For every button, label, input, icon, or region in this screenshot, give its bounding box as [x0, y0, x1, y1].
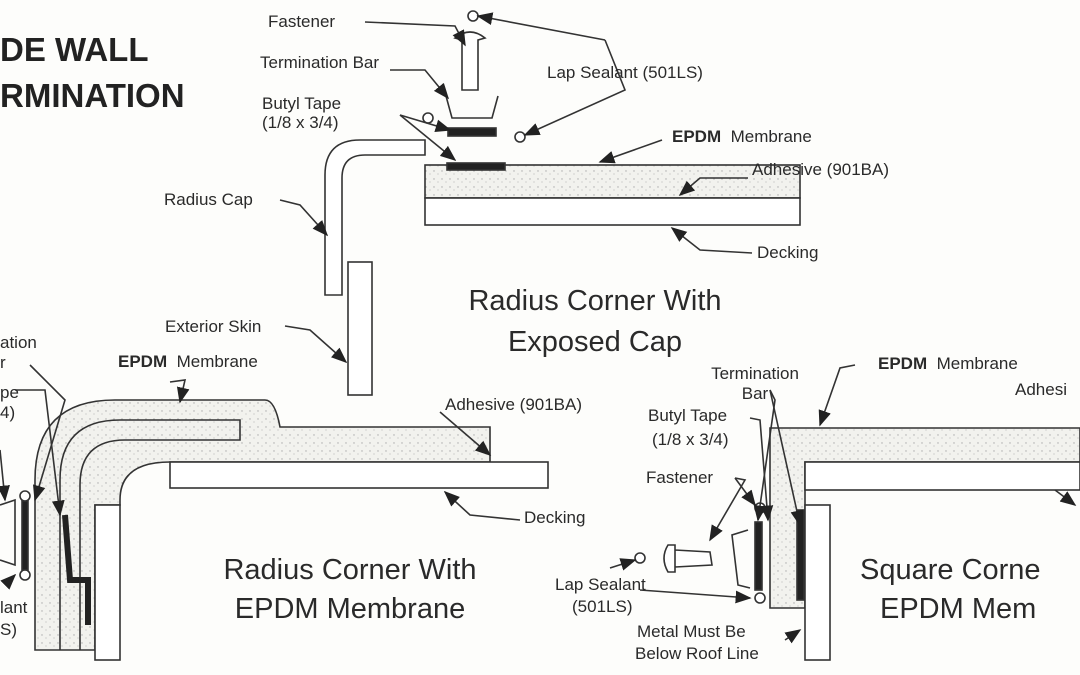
left-cap: [59, 419, 241, 650]
right-butyl-tape-label: Butyl Tape: [648, 406, 728, 425]
left-exterior-skin: [94, 504, 121, 661]
left-caption-line-1: Radius Corner With: [223, 554, 477, 586]
right-lap-sealant-line-2: (501LS): [572, 597, 633, 616]
right-lap-sealant-line-1: Lap Sealant: [555, 575, 646, 594]
left-epdm-membrane-label: EPDM Membrane: [118, 352, 258, 372]
left-termination-partial: ation: [0, 333, 37, 352]
left-bar-partial: r: [0, 353, 6, 372]
right-fastener-label: Fastener: [646, 468, 714, 487]
membrane-text: Membrane: [936, 354, 1018, 373]
top-exterior-skin: [347, 261, 373, 396]
right-metal-note-line-1: Metal Must Be: [637, 622, 746, 641]
right-termination-bar-line-2: Bar: [741, 384, 769, 403]
right-caption-line-1: Square Corne: [860, 554, 1041, 586]
right-metal-note-line-2: Below Roof Line: [635, 644, 759, 663]
epdm-bold: EPDM: [878, 354, 928, 373]
left-caption-line-2: EPDM Membrane: [234, 593, 466, 625]
top-termination-bar-label: Termination Bar: [260, 53, 380, 72]
left-decking: [169, 461, 549, 489]
left-decking-label: Decking: [524, 508, 586, 527]
right-caption-line-2: EPDM Mem: [880, 593, 1037, 625]
left-adhesive-label: Adhesive (901BA): [445, 395, 583, 414]
top-epdm-membrane-label: EPDM Membrane: [672, 127, 812, 147]
top-exterior-skin-label: Exterior Skin: [165, 317, 262, 336]
right-decking: [804, 461, 1080, 491]
left-tape-partial: pe: [0, 383, 19, 402]
epdm-bold: EPDM: [672, 127, 722, 146]
top-lap-sealant-label: Lap Sealant (501LS): [547, 63, 703, 82]
right-termination-bar: [731, 529, 751, 589]
top-decking-label: Decking: [757, 243, 819, 262]
left-sealant-partial: lant: [0, 598, 28, 617]
top-radius-cap: [324, 139, 426, 296]
title-line-2: RMINATION: [0, 77, 185, 114]
left-butyl-tape: [62, 514, 91, 625]
left-size-partial: 4): [0, 403, 16, 422]
top-caption-line-1: Radius Corner With: [468, 285, 722, 317]
left-sealant-code-partial: S): [0, 620, 17, 639]
top-caption-line-2: Exposed Cap: [507, 326, 683, 358]
membrane-text: Membrane: [730, 127, 812, 146]
top-radius-cap-label: Radius Cap: [164, 190, 253, 209]
top-butyl-tape-label: Butyl Tape: [262, 94, 342, 113]
membrane-text: Membrane: [176, 352, 258, 371]
right-termination-bar-line-1: Termination: [711, 364, 799, 383]
top-termination-bar: [445, 95, 499, 119]
top-fastener: [453, 31, 487, 91]
right-epdm-membrane-label: EPDM Membrane: [878, 354, 1018, 374]
top-adhesive-label: Adhesive (901BA): [752, 160, 890, 179]
top-decking: [424, 197, 801, 226]
epdm-bold: EPDM: [118, 352, 168, 371]
right-fastener: [663, 544, 713, 573]
top-butyl-tape-lower: [446, 162, 506, 171]
top-butyl-tape-upper: [447, 127, 497, 137]
right-adhesive-partial: Adhesi: [1015, 380, 1067, 399]
top-butyl-tape-size: (1/8 x 3/4): [262, 113, 339, 132]
right-butyl-tape-size: (1/8 x 3/4): [652, 430, 729, 449]
right-exterior-skin: [804, 504, 831, 661]
top-fastener-label: Fastener: [268, 12, 336, 31]
title-line-1: DE WALL: [0, 31, 149, 68]
